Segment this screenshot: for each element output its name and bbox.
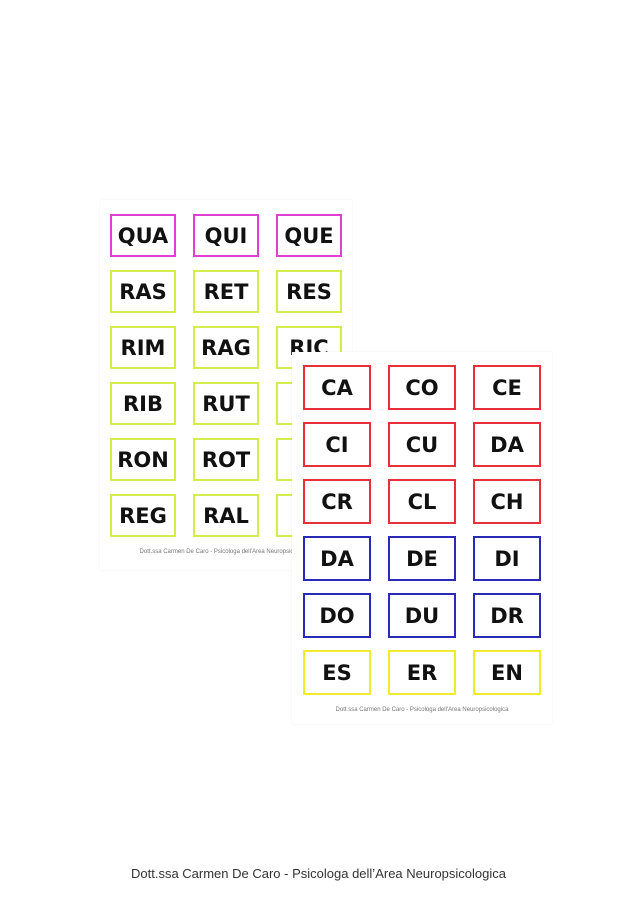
syllable-card: CE xyxy=(473,365,541,410)
syllable-card: CH xyxy=(473,479,541,524)
syllable-card: RET xyxy=(193,270,259,313)
syllable-card: DE xyxy=(388,536,456,581)
syllable-card: CR xyxy=(303,479,371,524)
syllable-card: ER xyxy=(388,650,456,695)
syllable-card: RIM xyxy=(110,326,176,369)
syllable-card: DU xyxy=(388,593,456,638)
syllable-card: QUI xyxy=(193,214,259,257)
syllable-card: RAS xyxy=(110,270,176,313)
syllable-card: CL xyxy=(388,479,456,524)
page-footer-credit: Dott.ssa Carmen De Caro - Psicologa dell… xyxy=(130,866,506,881)
sheet-footer-credit: Dott.ssa Carmen De Caro - Psicologa dell… xyxy=(335,707,509,713)
syllable-card: DO xyxy=(303,593,371,638)
syllable-card: CI xyxy=(303,422,371,467)
syllable-card: CU xyxy=(388,422,456,467)
syllable-card: RAL xyxy=(193,494,259,537)
syllable-card: RIB xyxy=(110,382,176,425)
syllable-card: QUE xyxy=(276,214,342,257)
syllable-card: DA xyxy=(473,422,541,467)
syllable-card: RON xyxy=(110,438,176,481)
syllable-card: RAG xyxy=(193,326,259,369)
syllable-card: ES xyxy=(303,650,371,695)
syllable-card: RES xyxy=(276,270,342,313)
syllable-card: RUT xyxy=(193,382,259,425)
syllable-card: ROT xyxy=(193,438,259,481)
syllable-sheet-front: Dott.ssa Carmen De Caro - Psicologa dell… xyxy=(292,352,552,724)
syllable-card: DI xyxy=(473,536,541,581)
syllable-card: EN xyxy=(473,650,541,695)
syllable-card: CA xyxy=(303,365,371,410)
syllable-card: CO xyxy=(388,365,456,410)
syllable-card: QUA xyxy=(110,214,176,257)
syllable-card: DA xyxy=(303,536,371,581)
sheet-footer-credit: Dott.ssa Carmen De Caro - Psicologa dell… xyxy=(139,549,313,555)
syllable-card: DR xyxy=(473,593,541,638)
syllable-card: REG xyxy=(110,494,176,537)
